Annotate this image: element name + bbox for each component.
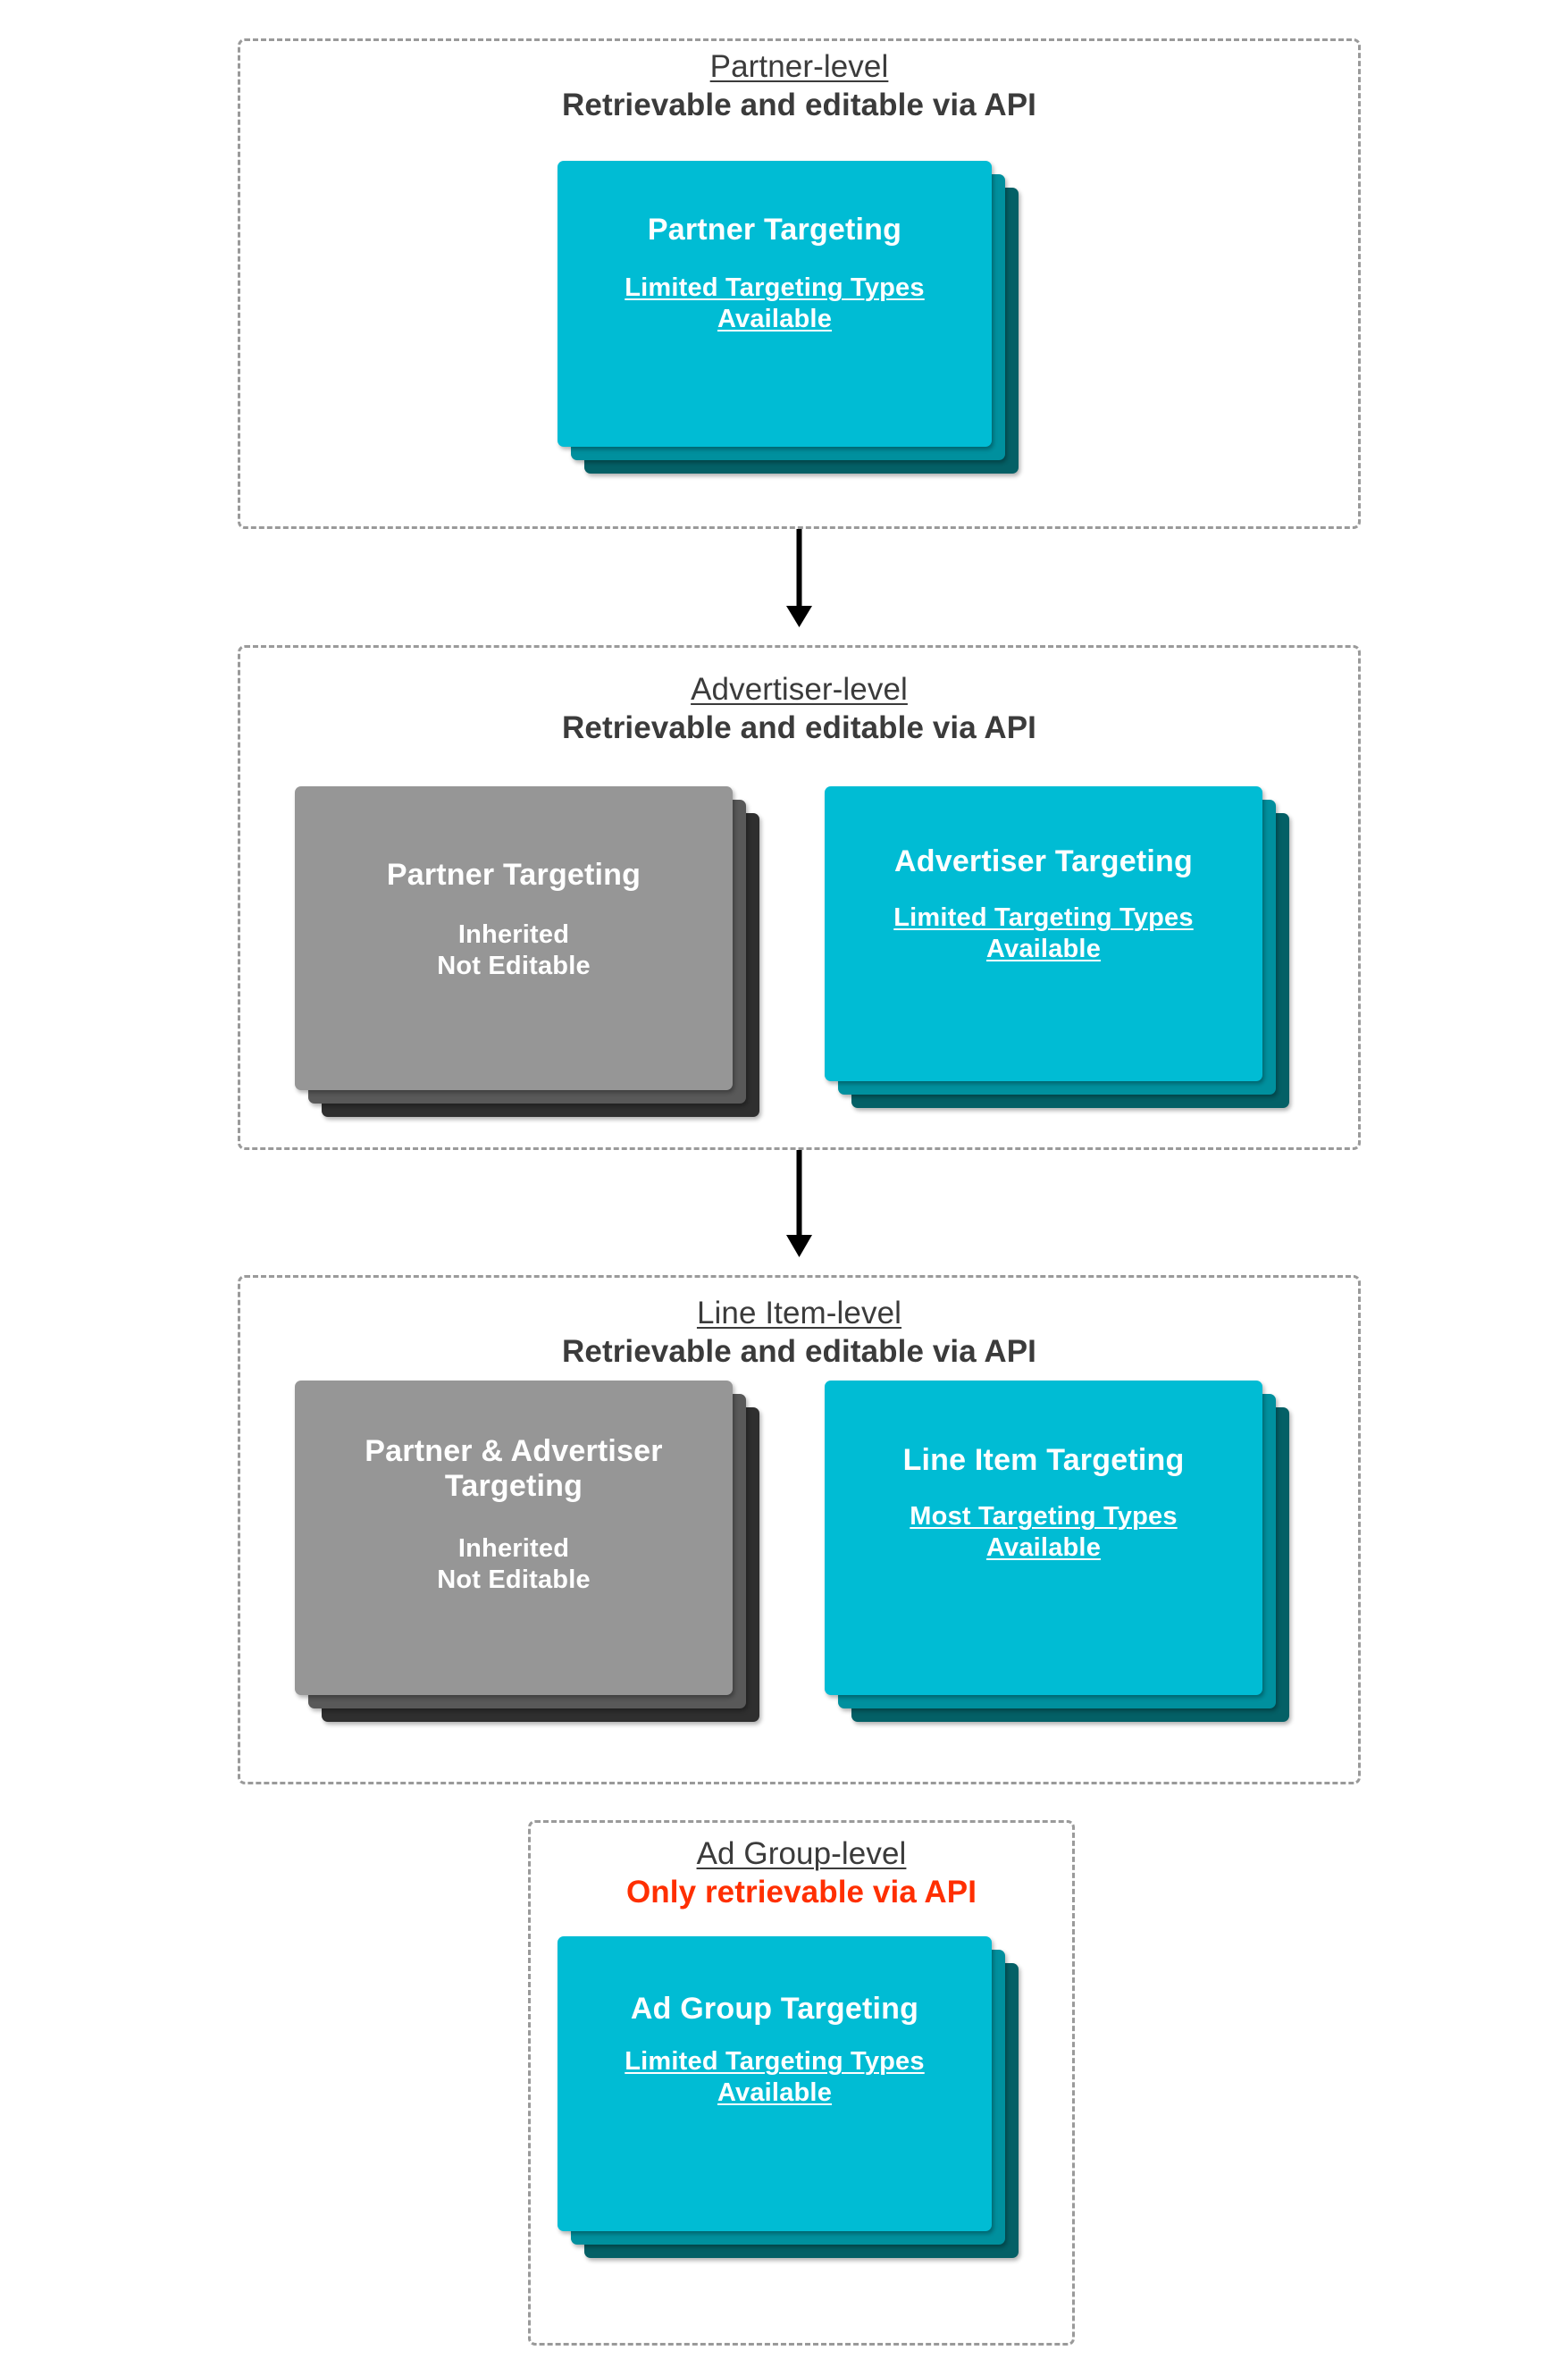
card-note: Inherited Not Editable bbox=[437, 920, 591, 981]
card-title: Partner & Advertiser Targeting bbox=[365, 1434, 663, 1504]
card-note: Inherited Not Editable bbox=[437, 1533, 591, 1594]
arrow-down-icon bbox=[786, 1150, 812, 1257]
level-container-ad-group bbox=[528, 1820, 1075, 2346]
level-container-line-item bbox=[238, 1275, 1361, 1784]
card-stack-partner-targeting[interactable]: Partner Targeting Limited Targeting Type… bbox=[558, 161, 1019, 474]
card-title: Line Item Targeting bbox=[902, 1443, 1185, 1477]
card-stack-advertiser-targeting[interactable]: Advertiser Targeting Limited Targeting T… bbox=[825, 786, 1289, 1117]
card-stack-partner-advertiser-targeting-inherited[interactable]: Partner & Advertiser Targeting Inherited… bbox=[295, 1381, 759, 1729]
arrow-partner-to-advertiser bbox=[779, 529, 819, 627]
card-stack-line-item-targeting[interactable]: Line Item Targeting Most Targeting Types… bbox=[825, 1381, 1289, 1729]
card-note: Limited Targeting Types Available bbox=[625, 273, 925, 334]
card-note: Limited Targeting Types Available bbox=[625, 2047, 925, 2108]
card-title: Partner Targeting bbox=[386, 858, 641, 892]
card-title: Ad Group Targeting bbox=[630, 1992, 919, 2026]
arrow-advertiser-to-line-item bbox=[779, 1150, 819, 1257]
level-container-advertiser bbox=[238, 645, 1361, 1150]
card-layer-front: Line Item Targeting Most Targeting Types… bbox=[825, 1381, 1262, 1695]
level-container-partner bbox=[238, 38, 1361, 529]
card-note: Limited Targeting Types Available bbox=[893, 903, 1194, 964]
card-layer-front: Advertiser Targeting Limited Targeting T… bbox=[825, 786, 1262, 1081]
card-stack-partner-targeting-inherited[interactable]: Partner Targeting Inherited Not Editable bbox=[295, 786, 759, 1117]
arrow-down-icon bbox=[786, 529, 812, 627]
card-layer-front: Partner & Advertiser Targeting Inherited… bbox=[295, 1381, 733, 1695]
card-layer-front: Partner Targeting Inherited Not Editable bbox=[295, 786, 733, 1090]
card-title: Advertiser Targeting bbox=[893, 844, 1193, 878]
card-note: Most Targeting Types Available bbox=[910, 1502, 1178, 1563]
card-layer-front: Ad Group Targeting Limited Targeting Typ… bbox=[558, 1936, 992, 2231]
card-stack-ad-group-targeting[interactable]: Ad Group Targeting Limited Targeting Typ… bbox=[558, 1936, 1019, 2258]
card-layer-front: Partner Targeting Limited Targeting Type… bbox=[558, 161, 992, 447]
card-title: Partner Targeting bbox=[647, 213, 902, 247]
